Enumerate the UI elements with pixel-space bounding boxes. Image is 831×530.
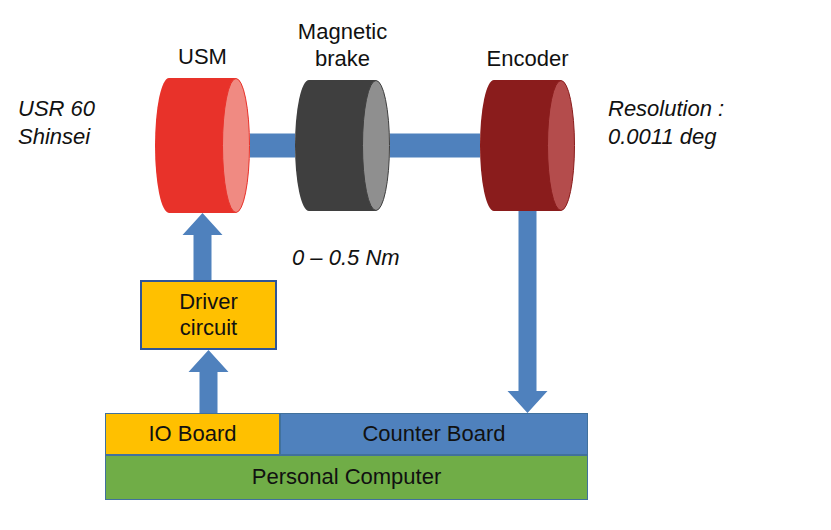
box-label: Counter Board <box>362 421 505 447</box>
part-name: Encoder <box>463 46 593 72</box>
cylinder-face <box>548 81 575 211</box>
part-name: USM <box>138 44 268 70</box>
driver-box: Driver circuit <box>140 280 277 350</box>
cylinder-face <box>363 81 390 211</box>
cylinder-shape <box>295 80 390 211</box>
computer-band: Personal Computer <box>105 455 588 500</box>
cylinder-face <box>223 79 250 213</box>
shaft <box>250 134 295 158</box>
signal-arrow <box>183 213 223 280</box>
signal-arrow <box>508 211 548 413</box>
spec-note: 0 – 0.5 Nm <box>292 244 432 272</box>
brake-cylinder: Magnetic brake <box>295 80 390 211</box>
motor-cylinder: USM <box>155 78 250 213</box>
board-box: Counter Board <box>280 413 588 455</box>
spec-note: Resolution : 0.0011 deg <box>608 95 758 150</box>
box-label: Personal Computer <box>252 464 442 490</box>
box-label: IO Board <box>148 421 236 447</box>
shaft <box>390 134 480 158</box>
part-name: Magnetic brake <box>288 19 398 72</box>
cylinder-shape <box>155 78 250 213</box>
signal-arrow <box>189 350 229 413</box>
encoder-cylinder: Encoder <box>480 80 575 211</box>
box-label: Driver circuit <box>159 289 259 342</box>
cylinder-shape <box>480 80 575 211</box>
board-box: IO Board <box>105 413 280 455</box>
spec-note: USR 60 Shinsei <box>18 95 118 150</box>
